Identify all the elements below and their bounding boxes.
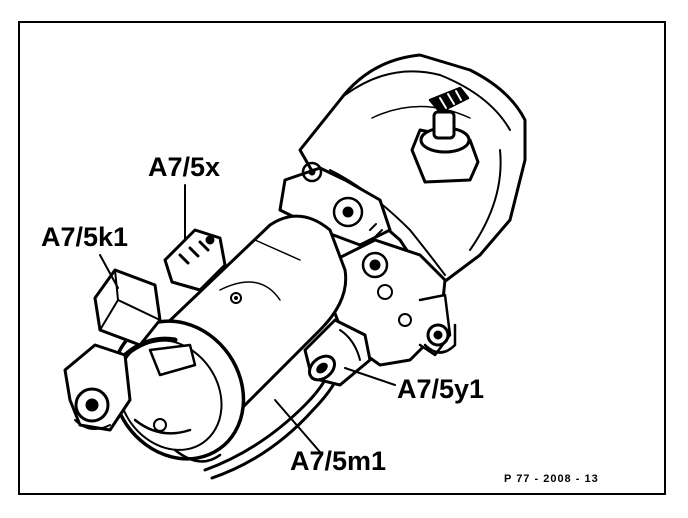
relay-module bbox=[93, 268, 162, 347]
leader-lines bbox=[99, 184, 396, 453]
figure-frame bbox=[18, 21, 666, 495]
label-solenoid-valve: A7/5y1 bbox=[397, 374, 485, 404]
label-relay: A7/5k1 bbox=[41, 222, 129, 252]
motor-end-cap bbox=[110, 319, 246, 463]
mounting-foot bbox=[63, 343, 132, 432]
label-pump-connector: A7/5x bbox=[148, 152, 221, 182]
label-motor: A7/5m1 bbox=[290, 446, 387, 476]
pump-connector bbox=[163, 228, 227, 292]
filler-cap bbox=[410, 86, 480, 184]
reservoir-tank bbox=[298, 53, 527, 287]
solenoid-valve bbox=[303, 318, 372, 387]
figure-reference: P 77 - 2008 - 13 bbox=[504, 473, 599, 485]
